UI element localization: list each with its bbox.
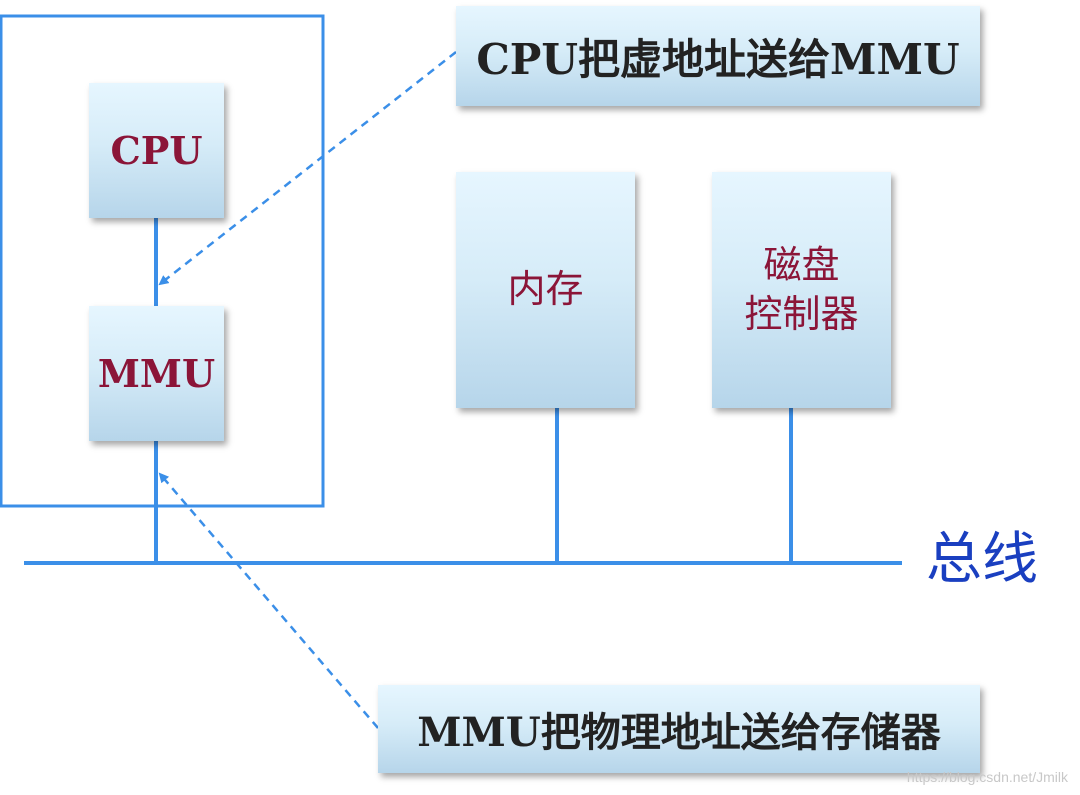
bus-label: 总线 [926,527,1038,592]
virtual-address-note-text: CPU把虚地址送给MMU [476,34,960,84]
disk-controller-node: 磁盘 控制器 [712,172,891,408]
physical-address-note-text: MMU把物理地址送给存储器 [417,709,941,756]
physical-address-note: MMU把物理地址送给存储器 [378,685,980,773]
processor-boundary [0,14,325,508]
virtual-address-note: CPU把虚地址送给MMU [456,6,980,106]
memory-node: 内存 [456,172,635,408]
virtual-address-arrow [158,51,457,286]
mmu-label: MMU [97,350,216,396]
cpu-label: CPU [110,127,203,173]
memory-label: 内存 [507,267,584,312]
mmu-node: MMU [89,306,224,441]
watermark: https://blog.csdn.net/Jmilk [906,769,1068,785]
disk-controller-label: 磁盘 控制器 [744,242,859,336]
cpu-node: CPU [89,83,224,218]
physical-address-arrow [158,472,379,729]
